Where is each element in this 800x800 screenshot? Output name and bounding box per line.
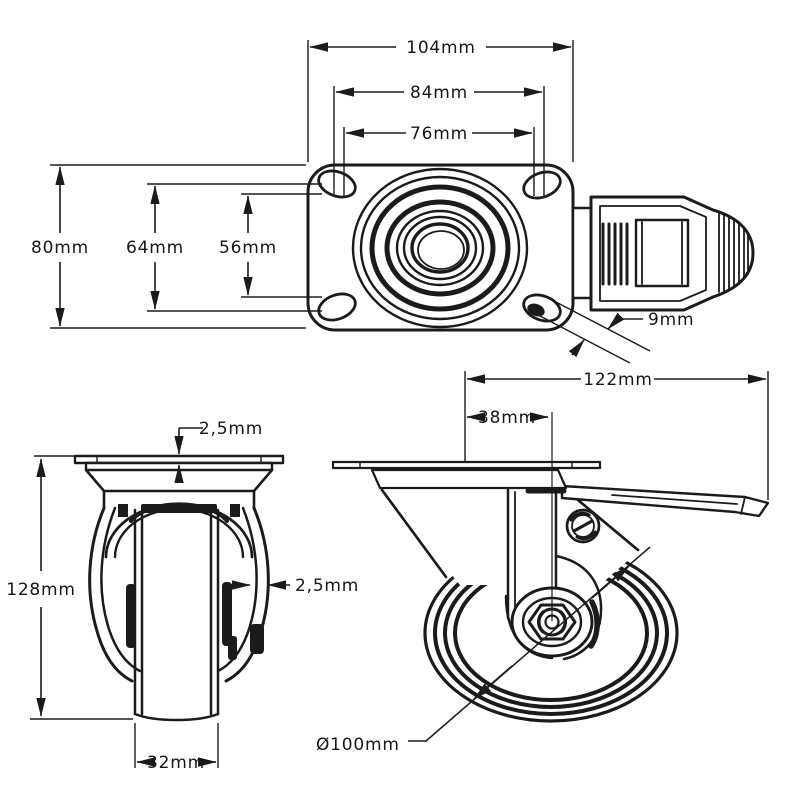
pedal-neck <box>571 206 593 300</box>
dim-hole-diameter: 9mm <box>539 299 694 364</box>
brake-lever-tab <box>250 624 264 654</box>
bolt-slot-bottom-left <box>317 292 357 322</box>
dim-overall-length: 122mm <box>466 370 767 390</box>
bolt-slots <box>317 169 562 323</box>
swivel-screw <box>565 508 601 544</box>
dim-overall-height: 128mm <box>6 458 76 717</box>
pedal-inner-outline <box>599 205 707 302</box>
dim-label-plate-thickness: 2,5mm <box>199 419 263 439</box>
side-housing-band <box>370 468 568 490</box>
front-view: 128mm 32mm 2,5mm 2,5mm <box>6 419 359 773</box>
dim-label-plate-depth: 80mm <box>31 238 89 258</box>
dim-plate-width: 104mm <box>309 38 572 58</box>
pedal-body <box>589 195 755 312</box>
brake-pedal-top <box>571 195 755 312</box>
dim-label-hole-spacing-h-inner: 76mm <box>410 124 468 144</box>
top-extension-lines <box>50 40 574 329</box>
brake-shoe-shadow <box>588 599 600 649</box>
brake-pedal-side <box>525 484 770 518</box>
dim-hole-spacing-v-outer: 64mm <box>126 185 184 310</box>
dim-label-hole-diameter: 9mm <box>648 310 694 330</box>
front-dark-details <box>118 502 264 660</box>
dim-label-hole-spacing-v-inner: 56mm <box>219 238 277 258</box>
dim-label-hole-spacing-h-outer: 84mm <box>410 83 468 103</box>
dim-wheel-width: 32mm <box>136 753 217 773</box>
pedal-pad <box>634 218 690 288</box>
dim-label-hole-spacing-v-outer: 64mm <box>126 238 184 258</box>
dim-label-swivel-offset: 38mm <box>478 408 536 428</box>
dim-label-wheel-diameter: Ø100mm <box>316 735 400 755</box>
top-view: 104mm 84mm 76mm 80mm 64mm 56mm <box>31 38 755 364</box>
dim-fork-thickness: 2,5mm <box>229 576 359 596</box>
side-plate <box>331 460 602 470</box>
bolt-slot-top-left <box>317 169 357 199</box>
head-left-face <box>380 488 448 579</box>
dim-plate-thickness: 2,5mm <box>174 419 263 484</box>
side-view: 122mm 38mm Ø100mm <box>316 370 770 755</box>
bolt-slot-shadow <box>527 303 545 317</box>
dim-hole-spacing-h-inner: 76mm <box>345 124 533 144</box>
bolt-slot-top-right <box>522 170 562 200</box>
dim-hole-spacing-h-outer: 84mm <box>335 83 543 103</box>
pedal-end-hatch <box>718 213 749 293</box>
side-extension-lines <box>464 371 769 621</box>
front-extension-lines <box>30 455 219 768</box>
dim-label-wheel-width: 32mm <box>147 753 205 773</box>
dim-label-plate-width: 104mm <box>406 38 476 58</box>
fork-arms-front <box>88 506 270 683</box>
brake-pad-left <box>126 584 136 648</box>
brake-pad-right <box>222 582 232 646</box>
wheel-front <box>133 508 220 722</box>
swivel-bearing-rings <box>351 167 529 329</box>
dim-swivel-offset: 38mm <box>466 408 549 428</box>
dim-label-overall-length: 122mm <box>583 370 653 390</box>
dim-hole-spacing-v-inner: 56mm <box>219 195 277 296</box>
dim-label-overall-height: 128mm <box>6 580 76 600</box>
dim-label-fork-thickness: 2,5mm <box>295 576 359 596</box>
dim-plate-depth: 80mm <box>31 166 89 327</box>
pedal-grip-bars <box>601 222 629 286</box>
dim-wheel-diameter: Ø100mm <box>316 546 651 755</box>
front-housing-taper <box>84 468 274 493</box>
